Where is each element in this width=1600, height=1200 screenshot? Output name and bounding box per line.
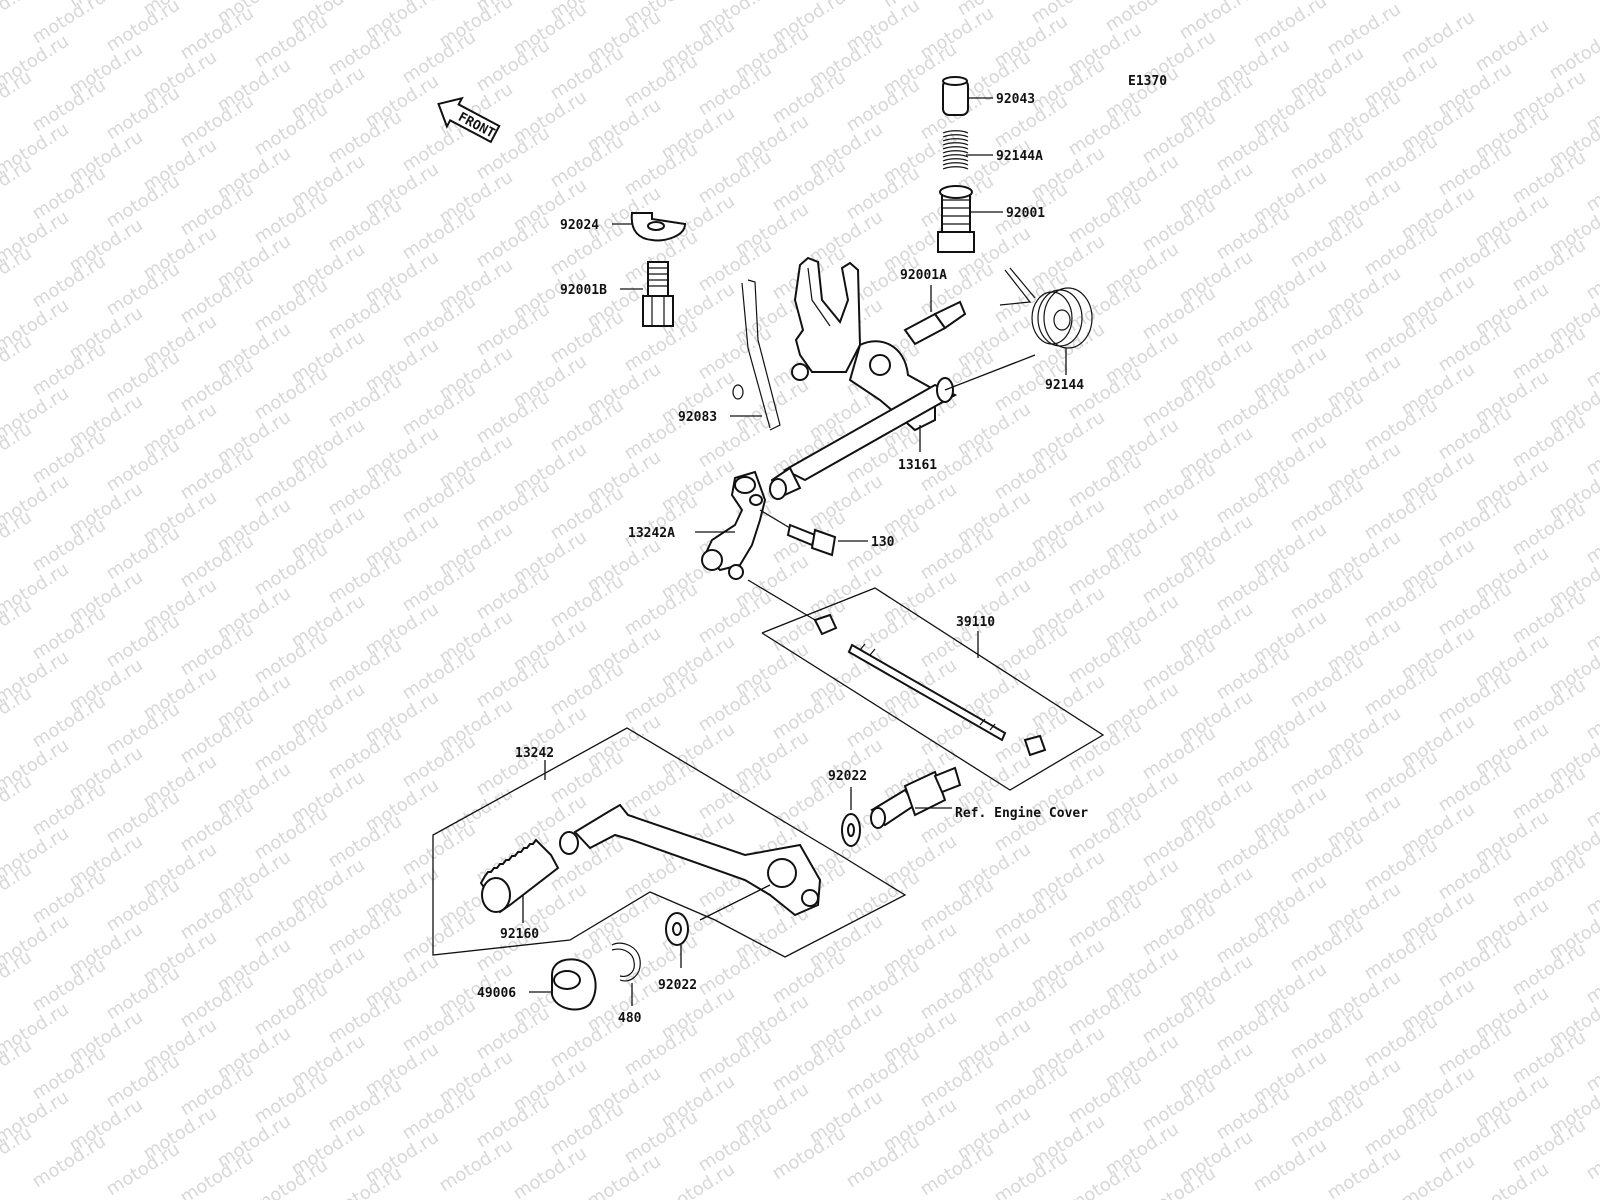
label-92043: 92043 xyxy=(996,92,1035,107)
label-92083: 92083 xyxy=(678,410,717,425)
part-130-bolt xyxy=(759,509,868,557)
part-92001B-bolt xyxy=(620,261,674,327)
label-92144A: 92144A xyxy=(996,149,1043,164)
label-92022-lower: 92022 xyxy=(658,978,697,993)
part-92022-washer-lower xyxy=(665,912,689,968)
label-92001B: 92001B xyxy=(560,283,607,298)
label-ref-engine-cover: Ref. Engine Cover xyxy=(955,806,1088,821)
label-92001A: 92001A xyxy=(900,268,947,283)
label-92024: 92024 xyxy=(560,218,599,233)
part-49006-cap xyxy=(529,958,597,1011)
watermark-text: motod.ru xyxy=(1472,15,1553,77)
watermark-text: motod.ru xyxy=(1176,0,1257,44)
part-13242-pedal xyxy=(432,727,907,958)
label-92022-upper: 92022 xyxy=(828,769,867,784)
watermark-text: motod.ru xyxy=(510,1143,591,1200)
diagram-code: E1370 xyxy=(1128,74,1167,89)
label-13161: 13161 xyxy=(898,458,937,473)
part-13242A-lever xyxy=(695,470,816,621)
watermark-text: motod.ru xyxy=(1324,1143,1405,1200)
part-92024-washer xyxy=(612,212,687,242)
watermark-text: motod.ru xyxy=(1398,7,1479,69)
watermark-text: motod.ru xyxy=(1398,1151,1479,1200)
label-92144: 92144 xyxy=(1045,378,1084,393)
part-engine-cover-stud xyxy=(870,766,962,829)
label-13242: 13242 xyxy=(515,746,554,761)
label-13242A: 13242A xyxy=(628,526,675,541)
part-92001-plug xyxy=(937,185,1003,253)
part-480-circlip xyxy=(611,942,641,1006)
watermark-text: motod.ru xyxy=(584,1151,665,1200)
label-92160: 92160 xyxy=(500,927,539,942)
label-130: 130 xyxy=(871,535,895,550)
part-92144-spring xyxy=(999,267,1093,375)
label-49006: 49006 xyxy=(477,986,516,1001)
label-480: 480 xyxy=(618,1011,642,1026)
watermark-text: motod.ru xyxy=(1324,0,1405,60)
part-39110-tie-rod xyxy=(761,587,1105,791)
part-92083-spring xyxy=(730,279,781,431)
part-92160-rubber xyxy=(479,838,560,923)
watermark-text: motod.ru xyxy=(1250,0,1331,52)
part-92022-washer-upper xyxy=(841,787,861,847)
watermark-text: motod.ru xyxy=(1250,1135,1331,1197)
part-92043-pin xyxy=(942,76,993,116)
part-13161-shift-shaft xyxy=(769,256,1036,500)
label-39110: 39110 xyxy=(956,615,995,630)
part-92144A-spring xyxy=(942,130,993,170)
label-92001: 92001 xyxy=(1006,206,1045,221)
watermark-text: motod.ru xyxy=(436,1135,517,1197)
watermark-text: motod.ru xyxy=(29,0,110,48)
part-92001A-bolt xyxy=(903,285,967,346)
